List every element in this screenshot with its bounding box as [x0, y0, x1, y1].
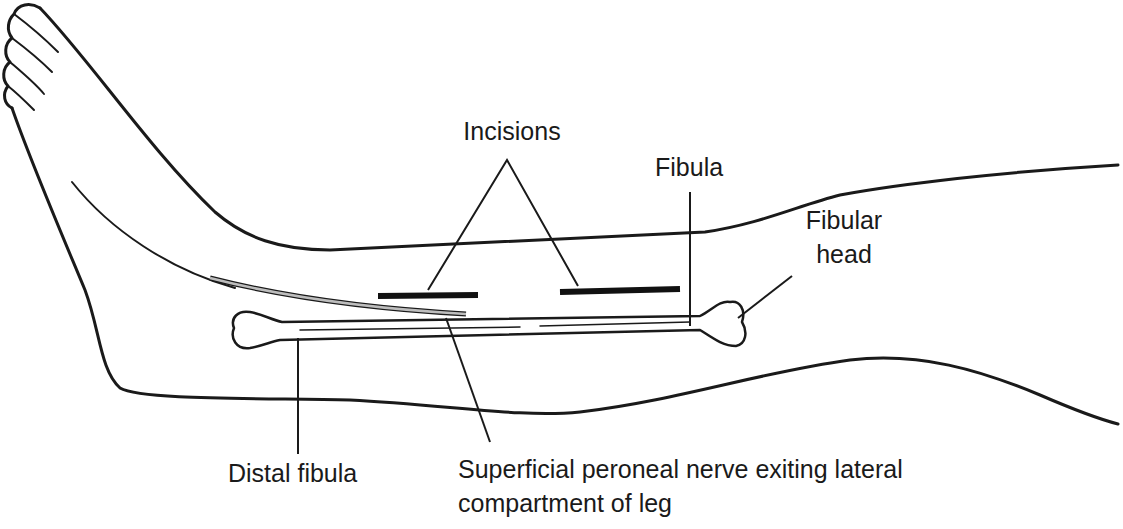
fibula-bone [233, 302, 746, 348]
fibula-shaft-line [300, 322, 690, 330]
leg-outline [40, 8, 1118, 250]
leader-line [428, 160, 578, 290]
bone-part-label: Fibular head [788, 203, 900, 271]
ankle-line [72, 182, 235, 288]
incision-mark [378, 295, 478, 296]
leader-line [297, 338, 299, 454]
sole-outline [12, 108, 1118, 424]
leader-line [689, 192, 691, 326]
leader-line [738, 276, 792, 318]
bone-part-label: Distal fibula [228, 456, 398, 490]
bone-label: Fibula [655, 150, 735, 184]
nerve-label: Superficial peroneal nerve exiting later… [458, 452, 903, 520]
toe-lines [8, 14, 58, 110]
incisions-label: Incisions [452, 114, 572, 148]
leader-line [446, 318, 490, 442]
incision-mark [560, 289, 680, 292]
